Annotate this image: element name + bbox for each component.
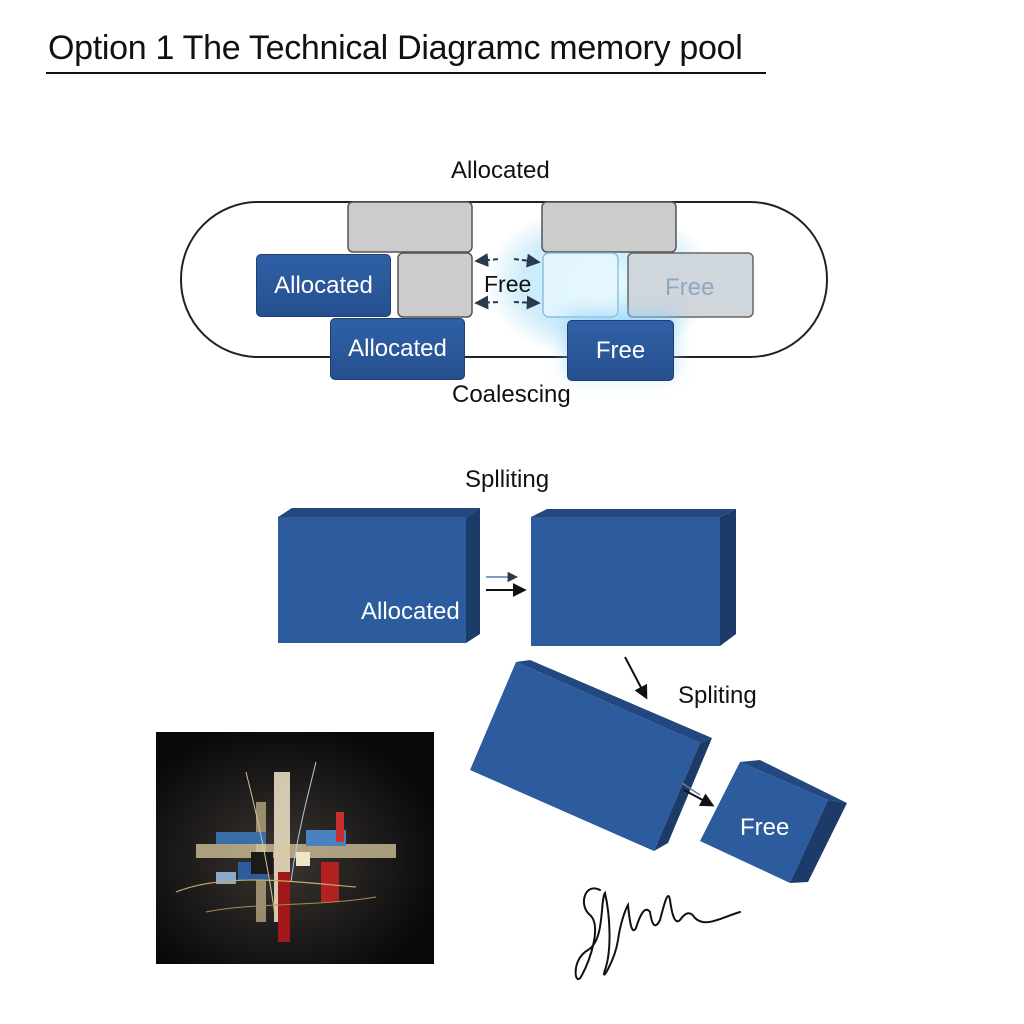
split-box-allocated [278,508,480,643]
arrow-lower-right [513,295,541,310]
arrow-upper-right [513,253,541,268]
gray-block-middle [397,252,473,318]
arrow-lower-left [474,295,501,310]
abstract-painting [156,732,434,964]
free-box-label: Free [740,814,790,841]
spliting-label: Spliting [678,682,757,709]
split-box-allocated-label: Allocated [361,598,460,625]
free-arrow-faint [681,782,701,796]
gray-block-top-right [541,201,677,253]
free-box [700,760,847,883]
gray-block-top-left [347,201,473,253]
split-box-target [531,509,736,646]
allocated-block-left: Allocated [256,254,391,317]
signature-mark [574,887,741,981]
free-middle-label: Free [484,271,532,297]
allocated-block-bottom: Allocated [330,318,465,380]
split-arrow-down [624,656,648,700]
gray-block-right [627,252,754,318]
free-block-bottom: Free [567,320,674,381]
pool-outline [180,201,828,358]
glowing-free-cell [542,252,619,318]
page-title: Option 1 The Technical Diagramc memory p… [48,29,743,67]
coalescing-label: Coalescing [452,381,571,408]
free-gray-block-label: Free [665,274,715,301]
split-box-tilted [470,660,712,851]
free-arrow [683,789,715,807]
pool-top-label: Allocated [451,157,550,184]
arrow-upper-left [474,253,501,268]
splitting-heading: Splliting [465,466,550,493]
title-underline [46,72,766,74]
